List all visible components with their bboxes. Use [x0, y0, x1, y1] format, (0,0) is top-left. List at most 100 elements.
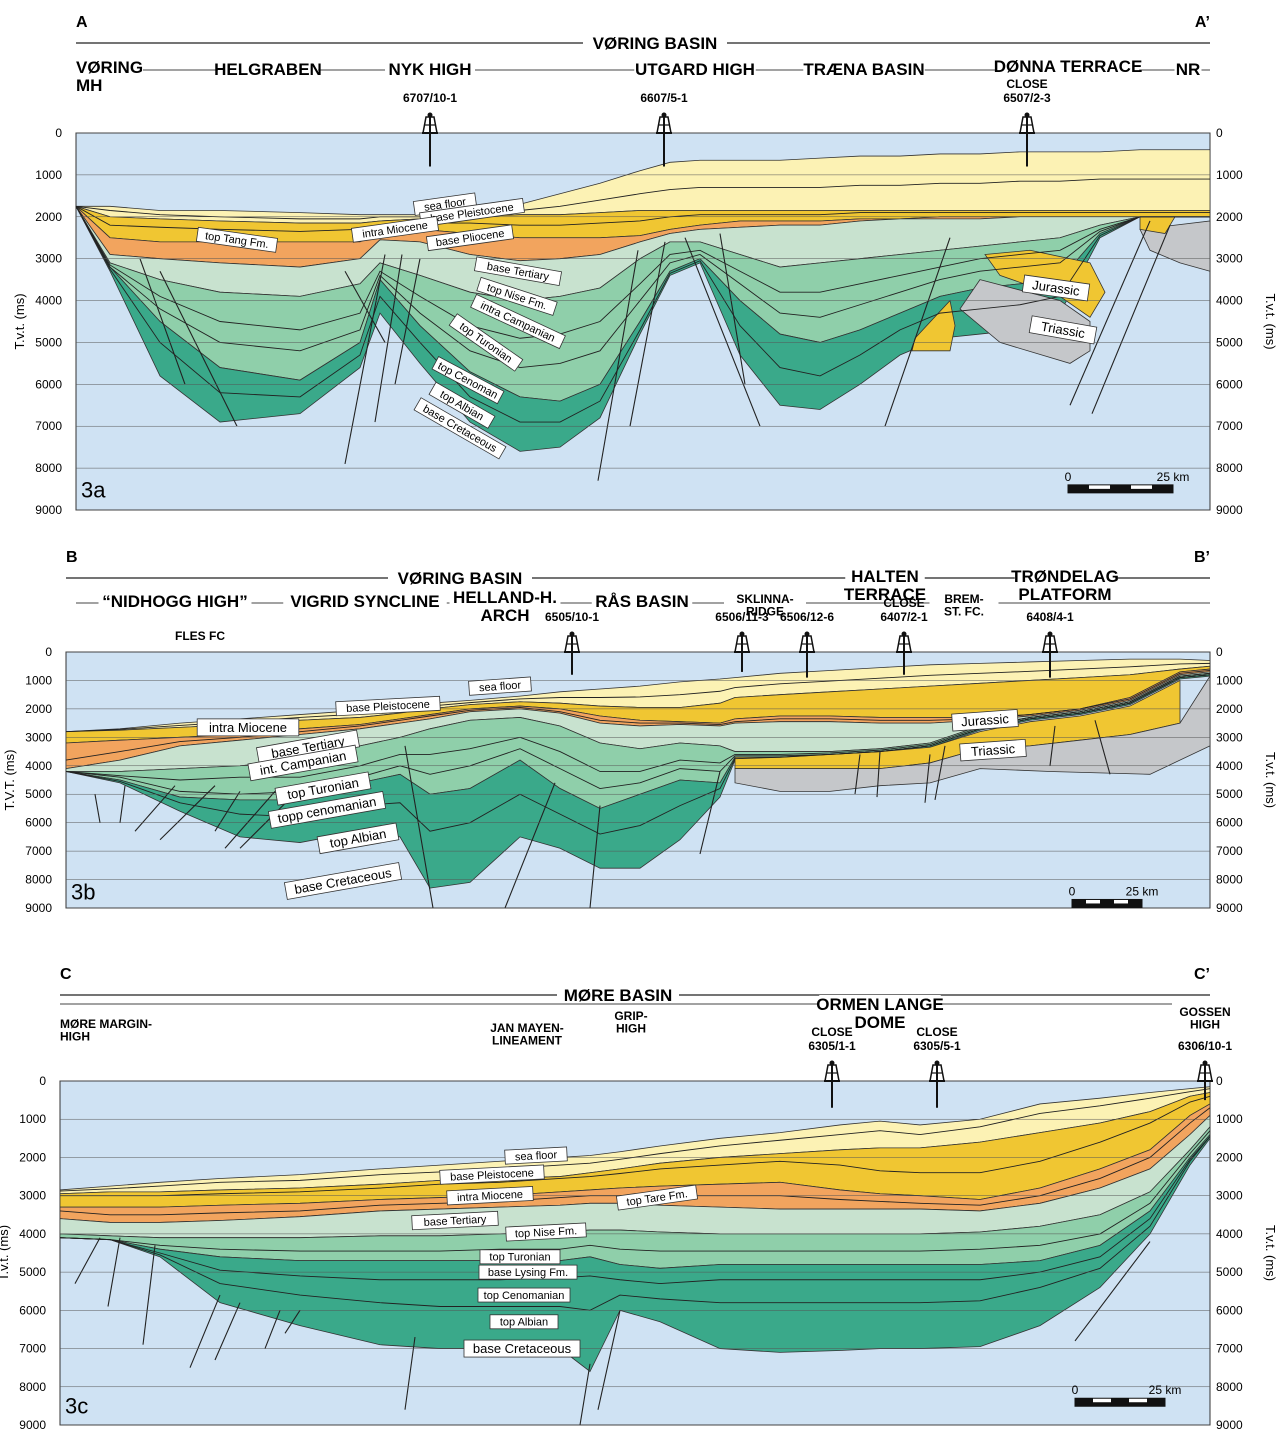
- y-tick-left: 5000: [35, 335, 62, 349]
- svg-text:intra Miocene: intra Miocene: [209, 720, 287, 735]
- scale-end: 25 km: [1157, 470, 1190, 484]
- structural-element-label: FLES FC: [175, 629, 225, 643]
- y-axis-title-left: T.v.t. (ms): [0, 1225, 11, 1281]
- horizon-label: Triassic: [1028, 315, 1098, 345]
- y-tick-left: 5000: [25, 787, 52, 801]
- y-tick-right: 6000: [1216, 1303, 1243, 1317]
- svg-text:base Tertiary: base Tertiary: [423, 1214, 487, 1229]
- y-tick-left: 6000: [19, 1303, 46, 1317]
- scale-start: 0: [1069, 884, 1076, 898]
- y-tick-right: 5000: [1216, 335, 1243, 349]
- horizon-label: base Pleistocene: [335, 695, 441, 717]
- structural-element-label: SKLINNA-RIDGE: [736, 592, 793, 619]
- horizon-label: top Nise Fm.: [505, 1222, 587, 1242]
- fault-line: [924, 754, 931, 803]
- y-axis-title-right: T.v.t. (ms): [1263, 293, 1278, 349]
- y-tick-right: 1000: [1216, 168, 1243, 182]
- section-end-right: A’: [1195, 14, 1210, 31]
- section-end-left: A: [76, 14, 88, 31]
- fault-line: [214, 1302, 241, 1361]
- horizon-line: [65, 670, 1211, 761]
- fault-line: [159, 270, 238, 427]
- well-name: 6306/10-1: [1178, 1039, 1232, 1053]
- svg-text:intra Miocene: intra Miocene: [457, 1189, 524, 1204]
- y-tick-left: 2000: [25, 702, 52, 716]
- y-tick-right: 8000: [1216, 461, 1243, 475]
- well-6306/10-1: 6306/10-1: [1178, 1039, 1232, 1101]
- y-tick-right: 9000: [1216, 1418, 1243, 1430]
- main-title: MØRE BASIN: [564, 986, 673, 1005]
- y-tick-left: 2000: [35, 210, 62, 224]
- well-name: 6408/4-1: [1026, 610, 1074, 624]
- svg-text:Jurassic: Jurassic: [961, 711, 1010, 729]
- section-end-left: C: [60, 966, 72, 983]
- well-name: 6506/12-6: [780, 610, 834, 624]
- horizon-line: [59, 1088, 1211, 1192]
- fault-line: [134, 785, 176, 832]
- scale-end: 25 km: [1149, 1383, 1182, 1397]
- structural-element-label: NYK HIGH: [388, 60, 471, 79]
- fault-line: [119, 785, 126, 823]
- fault-line: [189, 1294, 221, 1368]
- horizon-label: top Albian: [489, 1314, 559, 1330]
- y-tick-right: 1000: [1216, 673, 1243, 687]
- well-6505/10-1: 6505/10-1: [545, 610, 599, 675]
- y-tick-right: 0: [1216, 645, 1223, 659]
- panel-number: 3c: [65, 1394, 88, 1419]
- fault-line: [1049, 725, 1056, 766]
- horizon-line: [59, 1136, 1211, 1285]
- structural-element-label: HELLAND-H.ARCH: [453, 588, 557, 625]
- fault-line: [264, 1310, 281, 1349]
- well-close-label: CLOSE: [916, 1025, 957, 1039]
- svg-text:base Lysing Fm.: base Lysing Fm.: [488, 1267, 568, 1279]
- y-tick-left: 0: [55, 126, 62, 140]
- fault-line: [699, 771, 721, 855]
- y-tick-right: 8000: [1216, 1380, 1243, 1394]
- fault-line: [934, 745, 946, 801]
- y-tick-left: 9000: [19, 1418, 46, 1430]
- y-tick-left: 8000: [35, 461, 62, 475]
- y-tick-left: 3000: [35, 252, 62, 266]
- structural-element-label: GRIP-HIGH: [614, 1009, 647, 1036]
- y-axis-title-left: T.v.t. (ms): [12, 293, 27, 349]
- y-tick-right: 3000: [1216, 252, 1243, 266]
- y-tick-right: 5000: [1216, 787, 1243, 801]
- horizon-label: Jurassic: [951, 709, 1019, 732]
- svg-text:Triassic: Triassic: [970, 741, 1016, 759]
- horizon-label: base Tertiary: [411, 1210, 499, 1231]
- fault-line: [214, 791, 241, 832]
- main-title: VØRING BASIN: [593, 34, 718, 53]
- well-6506/12-6: 6506/12-6: [780, 610, 834, 678]
- horizon-label: top Turonian: [479, 1249, 561, 1265]
- fault-line: [504, 782, 556, 909]
- horizon-label: base Lysing Fm.: [478, 1264, 578, 1280]
- horizon-line: [75, 206, 1210, 339]
- horizon-label: base Cretaceous: [463, 1339, 581, 1358]
- y-tick-right: 6000: [1216, 377, 1243, 391]
- horizon-line: [59, 1136, 1211, 1311]
- svg-text:base Pleistocene: base Pleistocene: [346, 699, 430, 715]
- structural-element-label: HELGRABEN: [214, 60, 322, 79]
- section-end-right: B’: [1194, 549, 1210, 566]
- y-tick-right: 7000: [1216, 1342, 1243, 1356]
- y-tick-left: 7000: [35, 419, 62, 433]
- y-tick-right: 4000: [1216, 759, 1243, 773]
- fault-line: [94, 794, 101, 823]
- fault-line: [344, 254, 386, 465]
- block-triassic: [734, 674, 1211, 792]
- y-tick-right: 8000: [1216, 873, 1243, 887]
- fault-line: [579, 1363, 591, 1426]
- svg-text:base Pleistocene: base Pleistocene: [450, 1167, 534, 1183]
- well-name: 6507/2-3: [1003, 91, 1051, 105]
- y-tick-right: 4000: [1216, 1227, 1243, 1241]
